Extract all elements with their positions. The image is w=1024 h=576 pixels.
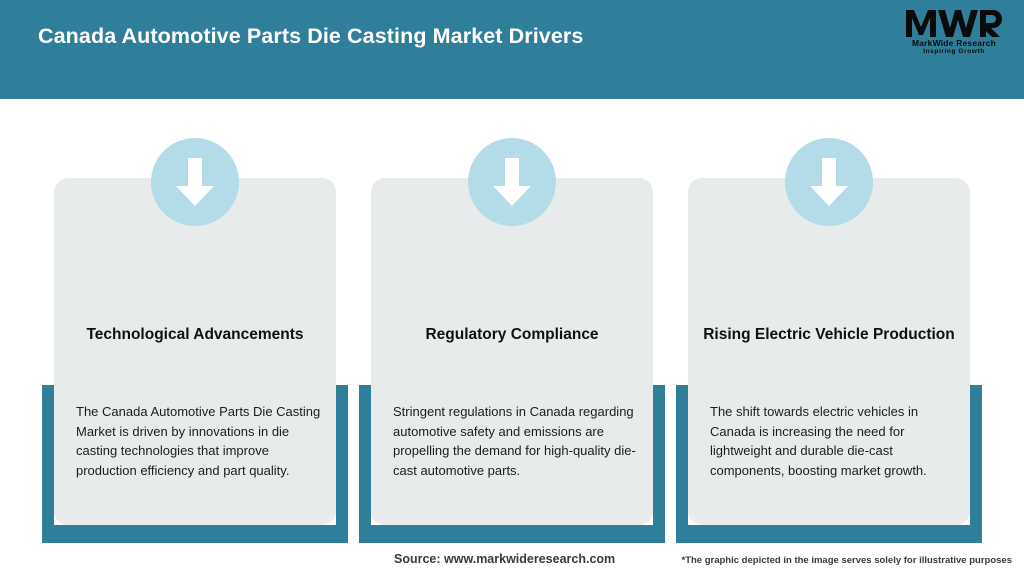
frame-left-bar [676,385,688,543]
card-accent-frame [359,385,665,543]
frame-bottom-bar [676,525,982,543]
frame-left-bar [359,385,371,543]
frame-bottom-bar [42,525,348,543]
card-panel: Regulatory Compliance Stringent regulati… [371,178,653,525]
frame-left-bar [42,385,54,543]
card-title: Rising Electric Vehicle Production [703,326,955,343]
down-arrow-icon [785,138,873,226]
frame-right-bar [970,385,982,543]
frame-bottom-bar [359,525,665,543]
card-body-text: The Canada Automotive Parts Die Casting … [76,404,321,478]
page-title: Canada Automotive Parts Die Casting Mark… [38,24,584,48]
logo-tagline: Inspiring Growth [923,48,985,55]
frame-right-bar [653,385,665,543]
card-panel: Rising Electric Vehicle Production The s… [688,178,970,525]
card-title: Technological Advancements [86,326,304,343]
card-accent-frame [676,385,982,543]
down-arrow-icon [151,138,239,226]
driver-card-1: Technological Advancements The Canada Au… [42,99,348,543]
logo-company-name: MarkWide Research [911,38,997,48]
card-accent-frame [42,385,348,543]
down-arrow-icon [468,138,556,226]
card-body-text: Stringent regulations in Canada regardin… [393,404,636,478]
page-header: Canada Automotive Parts Die Casting Mark… [0,0,1024,99]
card-title: Regulatory Compliance [425,326,599,343]
driver-cards-container: Technological Advancements The Canada Au… [0,99,1024,543]
disclaimer-label: *The graphic depicted in the image serve… [681,555,1013,566]
driver-card-2: Regulatory Compliance Stringent regulati… [359,99,665,543]
mwr-monogram-icon [902,8,1006,38]
page-footer: Source: www.markwideresearch.com *The gr… [0,539,1024,576]
source-label: Source: www.markwideresearch.com [394,552,616,566]
driver-card-3: Rising Electric Vehicle Production The s… [676,99,982,543]
card-body-text: The shift towards electric vehicles in C… [710,404,927,478]
brand-logo: MarkWide Research Inspiring Growth [902,8,1006,58]
frame-right-bar [336,385,348,543]
card-panel: Technological Advancements The Canada Au… [54,178,336,525]
